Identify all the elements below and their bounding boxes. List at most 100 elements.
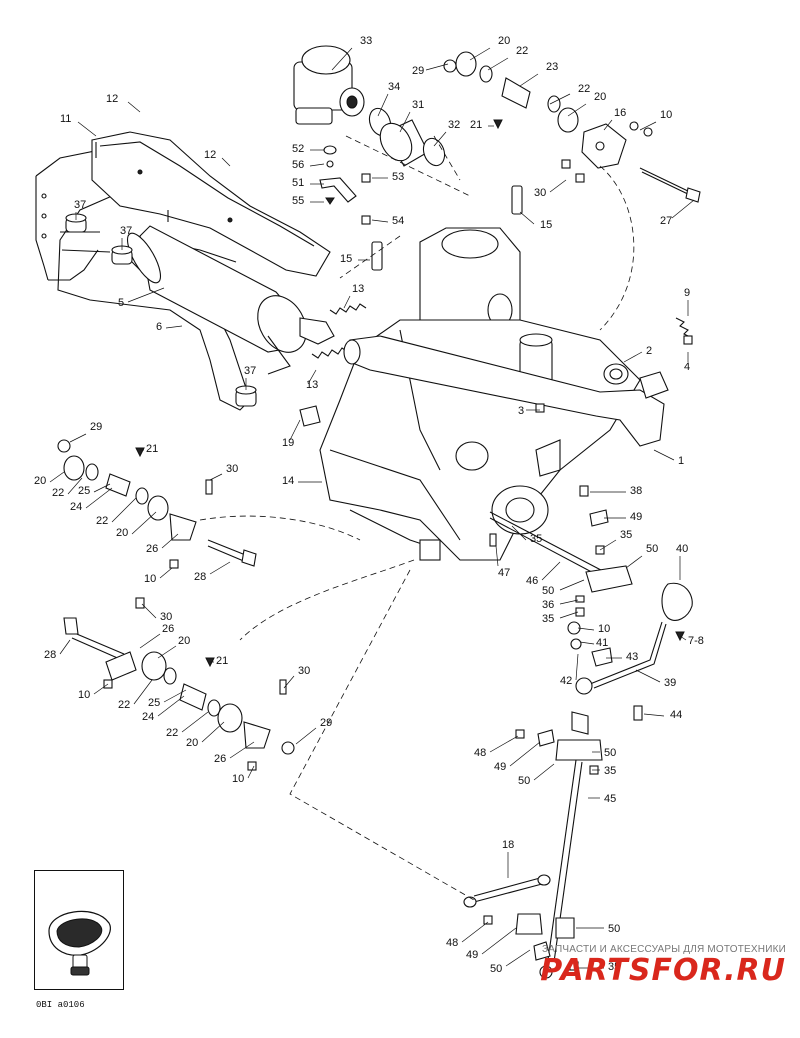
callout-leader xyxy=(247,765,255,779)
diagram-reference-code: 0BI a0106 xyxy=(36,1000,85,1010)
callout-number: 12 xyxy=(106,93,118,105)
callout-number: 28 xyxy=(44,649,56,661)
callout-number: 33 xyxy=(360,35,372,47)
callout-number: 37 xyxy=(244,365,256,377)
callout-leader xyxy=(623,351,643,363)
callout-leader xyxy=(487,57,509,71)
callout-leader xyxy=(165,325,183,329)
callout-number: 9 xyxy=(684,287,690,299)
callout-leader xyxy=(399,111,411,133)
callout-number: 35 xyxy=(530,533,542,545)
callout-number: 10 xyxy=(144,573,156,585)
callout-number: 29 xyxy=(412,65,424,77)
callout-number: 31 xyxy=(412,99,424,111)
callout-leader xyxy=(157,645,177,659)
callout-number: 32 xyxy=(448,119,460,131)
callout-number: 26 xyxy=(162,623,174,635)
watermark-logo: PARTSFOR.RU xyxy=(540,953,786,988)
callout-leader xyxy=(653,449,675,461)
callout-leader xyxy=(139,633,161,649)
callout-leader xyxy=(295,727,317,745)
callout-leader xyxy=(533,763,555,781)
callout-number: 28 xyxy=(194,571,206,583)
callout-leader xyxy=(307,369,317,385)
callout-number: 37 xyxy=(120,225,132,237)
carburetor xyxy=(293,45,365,125)
callout-number: 51 xyxy=(292,177,304,189)
callout-number: 10 xyxy=(78,689,90,701)
callout-leader xyxy=(133,679,153,705)
callout-number: 46 xyxy=(526,575,538,587)
callout-number: 44 xyxy=(670,709,682,721)
callout-leader xyxy=(181,711,209,733)
callout-number: 38 xyxy=(630,485,642,497)
callout-number: 22 xyxy=(118,699,130,711)
callout-leader xyxy=(209,561,231,575)
callout-number: 43 xyxy=(626,651,638,663)
callout-number: 2 xyxy=(646,345,652,357)
callout-number: 20 xyxy=(186,737,198,749)
engine-block xyxy=(319,227,641,561)
callout-number: 35 xyxy=(608,961,620,973)
inset-part-box xyxy=(34,870,124,990)
callout-leader xyxy=(93,683,109,695)
callout-number: 30 xyxy=(226,463,238,475)
callout-number: 16 xyxy=(614,107,626,119)
callout-number: 30 xyxy=(534,187,546,199)
callout-leader xyxy=(469,47,491,61)
callout-leader xyxy=(549,93,571,105)
callout-number: 10 xyxy=(598,623,610,635)
callout-number: 14 xyxy=(282,475,294,487)
callout-leader xyxy=(371,219,389,223)
callout-leader xyxy=(509,741,541,767)
callout-leader xyxy=(93,483,111,493)
callout-leader xyxy=(229,741,255,759)
callout-leader xyxy=(505,949,531,967)
callout-number: 30 xyxy=(298,665,310,677)
cap-icon xyxy=(48,910,111,976)
callout-leader xyxy=(141,603,157,619)
callout-leader xyxy=(111,497,137,523)
heat-shield xyxy=(91,131,331,277)
callout-leader xyxy=(567,103,587,117)
exhaust-pipe xyxy=(343,335,669,447)
callout-leader xyxy=(343,295,351,309)
callout-number: 50 xyxy=(542,585,554,597)
callout-number: 39 xyxy=(664,677,676,689)
callout-number: 15 xyxy=(340,253,352,265)
callout-number: 20 xyxy=(594,91,606,103)
callout-number: 50 xyxy=(490,963,502,975)
callout-leader xyxy=(377,93,389,117)
callout-number: 29 xyxy=(90,421,102,433)
callout-number: 21 xyxy=(146,443,158,455)
callout-leader xyxy=(433,131,447,147)
callout-leader xyxy=(59,639,71,655)
callout-number: 20 xyxy=(34,475,46,487)
callout-number: 50 xyxy=(518,775,530,787)
callout-leader xyxy=(425,63,449,71)
callout-number: 22 xyxy=(52,487,64,499)
callout-leader xyxy=(519,211,535,225)
callout-number: 6 xyxy=(156,321,162,333)
callout-number: 20 xyxy=(178,635,190,647)
rubber-mounts xyxy=(65,213,257,407)
callout-leader xyxy=(559,579,585,591)
support-brackets xyxy=(299,403,561,477)
callout-number: 49 xyxy=(466,949,478,961)
callout-number: 47 xyxy=(498,567,510,579)
callout-leader xyxy=(283,675,295,689)
callout-leader xyxy=(201,721,225,743)
callout-leader xyxy=(161,533,179,549)
callout-number: 12 xyxy=(204,149,216,161)
callout-leader xyxy=(77,121,97,137)
callout-number: 19 xyxy=(282,437,294,449)
assembly-reference-lines xyxy=(199,135,635,901)
callout-number: 30 xyxy=(160,611,172,623)
watermark-tagline: ЗАПЧАСТИ И АКСЕССУАРЫ ДЛЯ МОТОТЕХНИКИ xyxy=(541,944,786,955)
callout-number: 36 xyxy=(542,599,554,611)
watermark: ЗАПЧАСТИ И АКСЕССУАРЫ ДЛЯ МОТОТЕХНИКИ PA… xyxy=(540,944,786,987)
callout-number: 5 xyxy=(118,297,124,309)
left-shaft-assembly-upper xyxy=(57,439,257,569)
callout-number: 10 xyxy=(232,773,244,785)
